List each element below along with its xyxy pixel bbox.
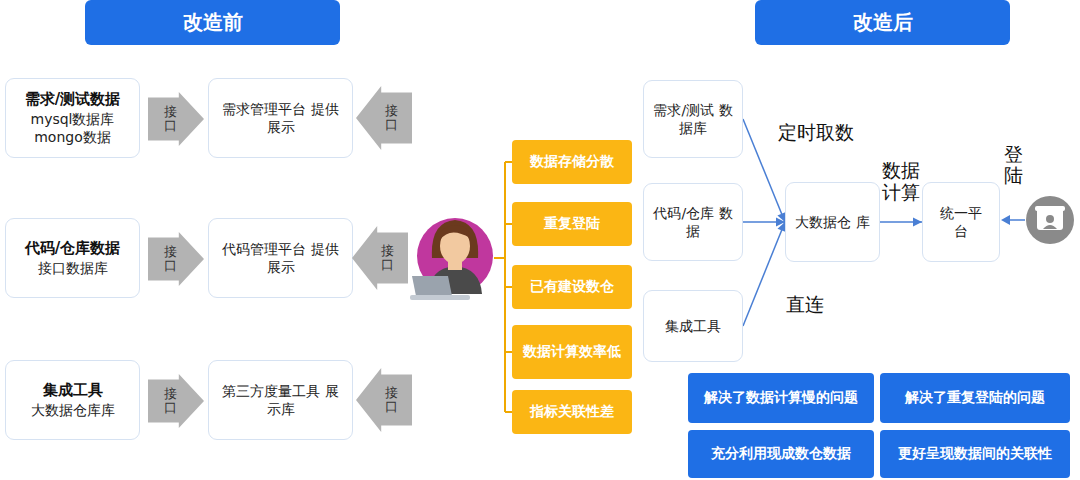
interface-arrow: 接口: [356, 368, 412, 432]
node-text: 充分利用现成数仓数据: [711, 445, 851, 463]
arrow-fill: [148, 374, 204, 428]
interface-arrow: 接口: [356, 86, 412, 150]
node-text: 解决了数据计算慢的问题: [704, 389, 858, 407]
node-text: 大数据仓 库: [795, 213, 869, 231]
data-box: 大数据仓 库: [785, 182, 880, 262]
node-text: 集成工具: [665, 317, 721, 335]
node-text: 需求管理平台 提供展示: [217, 100, 344, 136]
arrow-shape: [352, 226, 408, 290]
benefit-tag: 更好呈现数据间的关联性: [880, 430, 1070, 478]
issue-tag: 已有建设数仓: [512, 265, 632, 309]
issue-tag: 数据计算效率低: [512, 325, 632, 379]
arrow-fill: [148, 92, 204, 146]
node-text: 改造前: [183, 9, 243, 36]
flow-arrow: [743, 222, 786, 326]
flow-arrow: [743, 218, 785, 227]
benefit-tag: 充分利用现成数仓数据: [688, 430, 874, 478]
issue-tag: 数据存储分散: [512, 140, 632, 184]
source-box: 代码/仓库数据接口数据库: [5, 218, 140, 298]
arrow-shape: [356, 368, 412, 432]
source-box: 需求/测试数据mysql数据库 mongo数据: [5, 78, 140, 158]
arrow-fill: [356, 368, 412, 432]
node-text: 已有建设数仓: [530, 278, 614, 296]
node-body: 大数据仓库库: [31, 401, 115, 419]
data-box: 统一平 台: [922, 182, 1000, 262]
interface-arrow: 接口: [148, 374, 204, 428]
user-icon: [1026, 196, 1074, 244]
issue-tag: 指标关联性差: [512, 390, 632, 434]
node-text: 第三方度量工具 展示库: [217, 382, 344, 418]
arrow-head: [913, 218, 922, 227]
node-text: 集成工具: [43, 381, 103, 401]
node-text: 接口: [381, 244, 394, 273]
benefit-tag: 解决了数据计算慢的问题: [688, 373, 874, 423]
node-body: mysql数据库 mongo数据: [14, 110, 131, 146]
node-text: 代码/仓库 数据: [652, 204, 734, 240]
arrow-fill: [148, 232, 204, 286]
node-text: 接口: [385, 386, 398, 415]
node-text: 需求/测试 数据库: [652, 101, 734, 137]
header-tab: 改造后: [755, 0, 1010, 45]
node-text: 指标关联性差: [530, 403, 614, 421]
node-text: 代码/仓库数据: [25, 239, 120, 259]
issue-tag: 重复登陆: [512, 202, 632, 246]
note-label: 登陆: [1004, 144, 1023, 186]
data-box: 集成工具: [643, 290, 743, 362]
arrow-fill: [356, 86, 412, 150]
edge-label: 定时取数: [776, 122, 856, 144]
node-text: 代码管理平台 提供展示: [217, 240, 344, 276]
node-text: 数据存储分散: [530, 153, 614, 171]
node-text: 更好呈现数据间的关联性: [898, 445, 1052, 463]
node-text: 需求/测试数据: [25, 90, 120, 110]
node-text: 改造后: [853, 9, 913, 36]
data-box: 需求/测试 数据库: [643, 80, 743, 158]
arrow-fill: [352, 226, 408, 290]
node-text: 统一平 台: [931, 204, 991, 240]
platform-box: 代码管理平台 提供展示: [208, 218, 353, 298]
node-text: 接口: [164, 387, 177, 416]
laptop-illustration: [410, 276, 470, 300]
header-tab: 改造前: [85, 0, 340, 45]
node-text: 接口: [164, 245, 177, 274]
flow-arrow: [880, 218, 922, 227]
platform-box: 第三方度量工具 展示库: [208, 360, 353, 440]
arrow-line: [743, 222, 785, 326]
node-text: 数据计算效率低: [523, 343, 621, 361]
node-text: 重复登陆: [544, 215, 600, 233]
issue-bracket: [494, 162, 512, 412]
platform-box: 需求管理平台 提供展示: [208, 78, 353, 158]
interface-arrow: 接口: [148, 92, 204, 146]
node-text: 解决了重复登陆的问题: [905, 389, 1045, 407]
edge-label: 直连: [784, 294, 826, 316]
node-text: 接口: [164, 105, 177, 134]
node-body: 接口数据库: [38, 259, 108, 277]
login-arrow: [1001, 215, 1025, 225]
source-box: 集成工具大数据仓库库: [5, 360, 140, 440]
interface-arrow: 接口: [352, 226, 408, 290]
edge-label: 数据计算: [880, 160, 922, 204]
arrow-shape: [356, 86, 412, 150]
interface-arrow: 接口: [148, 232, 204, 286]
benefit-tag: 解决了重复登陆的问题: [880, 373, 1070, 423]
node-text: 接口: [385, 104, 398, 133]
data-box: 代码/仓库 数据: [643, 183, 743, 261]
